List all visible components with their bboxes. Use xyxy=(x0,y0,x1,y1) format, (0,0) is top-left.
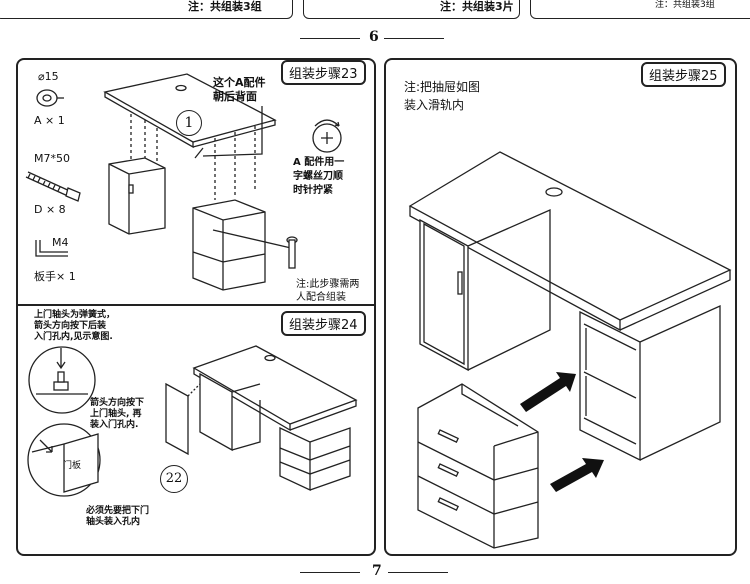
step23-tool-note: A 配件用一 字螺丝刀顺 时针拧紧 xyxy=(293,157,345,196)
step24-circle-number: 22 xyxy=(160,465,188,493)
part-m4-spec: M4 xyxy=(52,236,69,249)
top-box-right xyxy=(530,0,750,19)
top-note-right: 注：共组装3组 xyxy=(655,0,715,10)
page-rule-bottom-right xyxy=(388,572,448,573)
step23-callout-a: 这个A配件 朝后背面 xyxy=(213,76,266,103)
top-box-left xyxy=(0,0,293,19)
step25-desk-drawing xyxy=(408,151,732,549)
step24-arrow-note: 箭头方向按下 上门轴头, 再 装入门孔内. xyxy=(90,398,145,430)
rotate-screw-icon xyxy=(312,119,342,153)
step24-desk-drawing xyxy=(165,345,358,492)
top-note-mid: 注：共组装3片 xyxy=(440,0,514,13)
callout-a-leader xyxy=(202,106,263,157)
hinge-detail-top xyxy=(28,346,96,414)
page-rule-bottom-left xyxy=(300,572,360,573)
part-d-label: D × 8 xyxy=(34,203,66,216)
step25-badge: 组装步骤25 xyxy=(641,62,726,87)
cam-lock-icon xyxy=(36,89,64,107)
step24-badge: 组装步骤24 xyxy=(281,311,366,336)
step24-intro: 上门轴头为弹簧式， 箭头方向按下后装 入门孔内,见示意图. xyxy=(34,310,116,342)
part-m4-label: 板手× 1 xyxy=(34,270,76,283)
part-a-spec: ⌀15 xyxy=(38,70,59,83)
page-rule-right xyxy=(384,38,444,39)
part-a-label: A × 1 xyxy=(34,114,65,127)
step23-desk-drawing xyxy=(103,73,292,291)
door-label: 门板 xyxy=(63,461,82,471)
step25-note: 注:把抽屉如图 装入滑轨内 xyxy=(404,80,481,112)
bolt-icon xyxy=(25,171,81,202)
step23-badge: 组装步骤23 xyxy=(281,60,366,85)
step24-bottom-note: 必须先要把下门 轴头装入孔内 xyxy=(86,506,150,527)
part-d-spec: M7*50 xyxy=(34,152,70,165)
top-note-left: 注：共组装3组 xyxy=(188,0,262,13)
page-number-bottom: 7 xyxy=(372,563,382,579)
page-rule-left xyxy=(300,38,360,39)
top-box-mid xyxy=(303,0,520,19)
hex-key-icon xyxy=(35,240,68,257)
step23-note: 注:此步骤需两 人配合组装 xyxy=(296,279,360,303)
screw-icon xyxy=(286,236,298,269)
hinge-detail-door xyxy=(27,423,101,497)
page-number-top: 6 xyxy=(369,29,379,45)
step23-circle-number: 1 xyxy=(176,110,202,136)
left-panel-divider xyxy=(16,304,376,306)
